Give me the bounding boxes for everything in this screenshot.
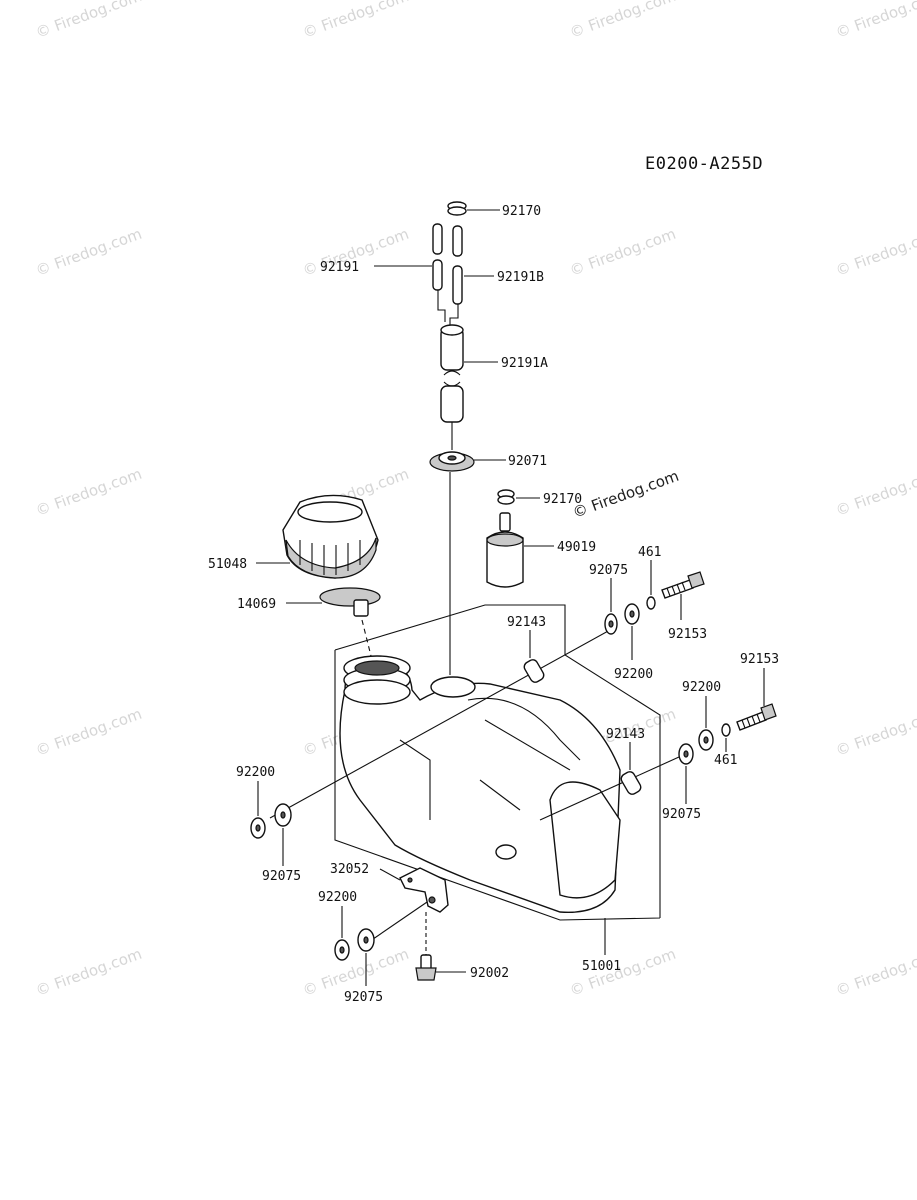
part-92191A-hose	[440, 324, 464, 423]
label-92075-top: 92075	[589, 563, 628, 578]
label-92170-top: 92170	[502, 204, 541, 219]
part-92075-washer-bottom	[357, 928, 375, 952]
watermark: © Firedog.com	[33, 0, 144, 42]
label-92200-top: 92200	[614, 667, 653, 682]
part-49019-filter	[486, 512, 524, 588]
label-92153-top: 92153	[668, 627, 707, 642]
label-461-right: 461	[714, 753, 737, 768]
part-92200-washer-bottom	[334, 939, 350, 961]
label-51048: 51048	[208, 557, 247, 572]
label-92075-left: 92075	[262, 869, 301, 884]
part-92153-bolt-right	[736, 703, 777, 731]
part-92191-tube	[432, 223, 443, 291]
part-92200-washer-left	[250, 817, 266, 839]
watermark: © Firedog.com	[33, 945, 144, 1000]
diagram-code: E0200-A255D	[645, 154, 763, 174]
watermark: © Firedog.com	[33, 465, 144, 520]
label-92075-bottom: 92075	[344, 990, 383, 1005]
watermark: © Firedog.com	[567, 225, 678, 280]
label-92170-mid: 92170	[543, 492, 582, 507]
label-92191B: 92191B	[497, 270, 544, 285]
label-92191A: 92191A	[501, 356, 548, 371]
part-461-washer-top	[646, 596, 656, 610]
part-14069-gasket	[319, 587, 381, 617]
label-92002: 92002	[470, 966, 509, 981]
label-92153-right: 92153	[740, 652, 779, 667]
part-labels: 92170 92191 92191B 92191A 92071 92170 49…	[208, 204, 779, 1005]
part-92002-screw	[415, 954, 437, 981]
label-461-top: 461	[638, 545, 661, 560]
watermark-featured: © Firedog.com	[570, 467, 681, 522]
part-92075-washer-left	[274, 803, 292, 827]
label-32052: 32052	[330, 862, 369, 877]
label-92200-right: 92200	[682, 680, 721, 695]
part-92191B-tube	[452, 225, 463, 305]
watermark: © Firedog.com	[33, 225, 144, 280]
label-92200-left: 92200	[236, 765, 275, 780]
label-51001: 51001	[582, 959, 621, 974]
part-51048-cap	[282, 494, 379, 579]
part-32052-bracket	[399, 867, 449, 913]
label-92143-right: 92143	[606, 727, 645, 742]
leader-lines	[256, 209, 765, 986]
watermark: © Firedog.com	[833, 465, 917, 520]
part-92170-clip-mid	[497, 489, 515, 505]
label-49019: 49019	[557, 540, 596, 555]
watermark: © Firedog.com	[833, 945, 917, 1000]
label-92200-bottom: 92200	[318, 890, 357, 905]
watermark: © Firedog.com	[300, 0, 411, 42]
label-92191: 92191	[320, 260, 359, 275]
watermark: © Firedog.com	[833, 225, 917, 280]
part-92200-washer-top	[624, 603, 640, 625]
part-92143-spacer-top	[523, 659, 545, 683]
part-92143-spacer-right	[620, 771, 642, 795]
part-92200-washer-right	[698, 729, 714, 751]
part-92170-clip-top	[447, 201, 467, 216]
watermark: © Firedog.com	[833, 0, 917, 42]
label-92075-right: 92075	[662, 807, 701, 822]
part-92153-bolt-top	[661, 571, 705, 599]
watermark: © Firedog.com	[833, 705, 917, 760]
part-92075-washer-right	[678, 743, 694, 765]
label-92143-top: 92143	[507, 615, 546, 630]
label-14069: 14069	[237, 597, 276, 612]
part-51001-fuel-tank	[339, 655, 621, 914]
label-92071: 92071	[508, 454, 547, 469]
part-92075-washer-top	[604, 613, 618, 635]
part-461-washer-right	[721, 723, 731, 737]
watermark: © Firedog.com	[33, 705, 144, 760]
watermark: © Firedog.com	[567, 0, 678, 42]
part-92071-grommet	[429, 451, 475, 472]
